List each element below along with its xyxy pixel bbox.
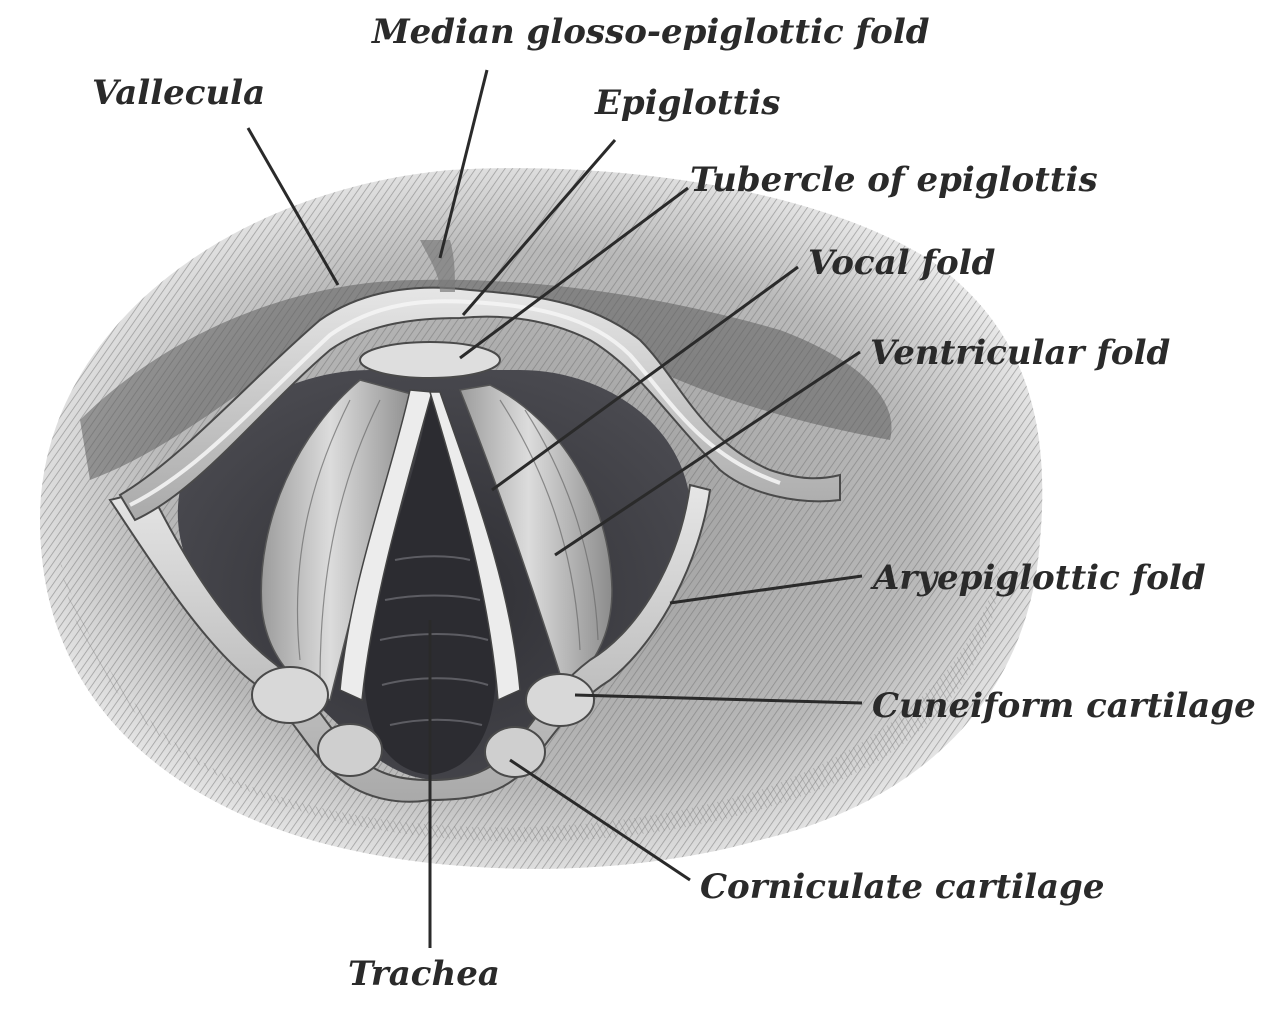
left-cuneiform-tubercle: [251, 666, 329, 724]
label-vocal-fold: Vocal fold: [808, 243, 996, 283]
label-median-glosso-epiglottic-fold: Median glosso-epiglottic fold: [372, 12, 930, 52]
label-vallecula: Vallecula: [92, 73, 266, 113]
right-cuneiform-tubercle: [525, 673, 595, 727]
label-aryepiglottic-fold: Aryepiglottic fold: [873, 558, 1206, 598]
left-corniculate-tubercle: [317, 723, 383, 777]
label-tubercle-of-epiglottis: Tubercle of epiglottis: [690, 160, 1098, 200]
leader-vallecula: [246, 127, 340, 286]
label-corniculate-cartilage: Corniculate cartilage: [700, 867, 1105, 907]
label-trachea: Trachea: [348, 954, 500, 994]
leader-epiglottis: [461, 139, 617, 316]
median-fold-notch: [420, 240, 455, 292]
leader-aryepiglottic-fold: [669, 574, 863, 605]
leader-corniculate: [509, 758, 691, 882]
leader-cuneiform: [574, 693, 863, 705]
label-ventricular-fold: Ventricular fold: [870, 333, 1171, 373]
right-corniculate-tubercle: [484, 726, 546, 778]
epiglottic-tubercle: [359, 341, 501, 379]
leader-lines: [246, 69, 863, 948]
trachea-rings: [379, 555, 489, 726]
leader-vocal-fold: [491, 265, 799, 492]
right-vocal-fold: [428, 391, 521, 702]
leader-median-fold: [438, 69, 489, 259]
label-cuneiform-cartilage: Cuneiform cartilage: [872, 686, 1256, 726]
leader-tubercle: [459, 186, 689, 360]
left-vocal-fold: [339, 389, 433, 702]
vallecula-shadow: [80, 279, 892, 480]
label-epiglottis: Epiglottis: [595, 83, 781, 123]
leader-ventricular-fold: [554, 350, 861, 557]
epiglottis-arch: [118, 286, 841, 522]
